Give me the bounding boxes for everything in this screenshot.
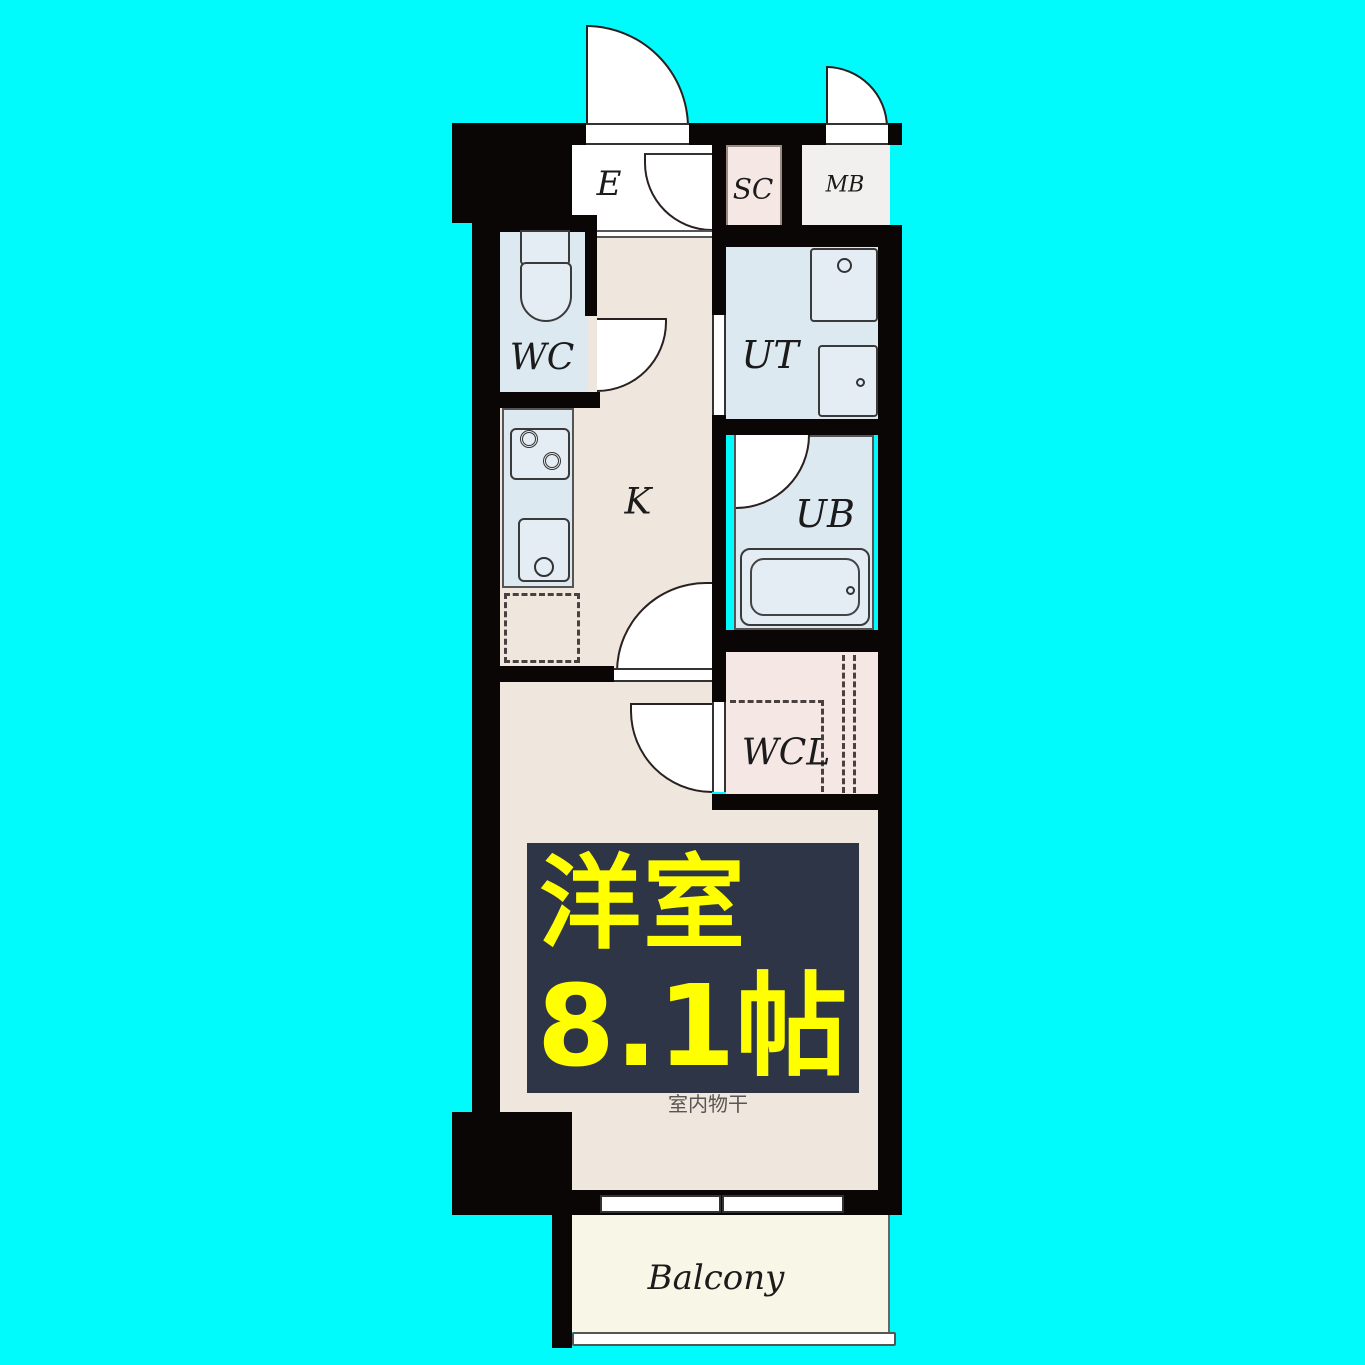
tub-drain-icon	[846, 586, 855, 595]
entrance-door-icon[interactable]	[586, 25, 689, 128]
washbasin-icon[interactable]	[818, 345, 878, 417]
balcony-label: Balcony	[647, 1258, 785, 1298]
wall-wc-bottom	[490, 392, 600, 408]
wcl-shelf-line	[730, 700, 824, 792]
toilet-bowl-icon	[520, 262, 572, 322]
wcl-opening	[712, 702, 726, 792]
wall-sc-mb	[782, 145, 802, 235]
washer-drum-icon	[837, 258, 852, 273]
room-size-label: 洋室 8.1帖	[527, 843, 859, 1093]
wall-ut-ub	[726, 419, 878, 435]
wall-entrance-right	[712, 145, 726, 235]
wall-balcony-left	[552, 1210, 572, 1348]
fridge-space	[504, 593, 580, 663]
entrance-door-threshold	[586, 123, 689, 145]
wall-wcl-bottom	[712, 794, 902, 810]
wall-kitchen-right	[712, 232, 726, 672]
window-sash-left[interactable]	[600, 1195, 721, 1213]
wall-ub-bottom	[712, 630, 902, 652]
meter-box-label: MB	[825, 172, 865, 198]
wall-below-sc-mb	[712, 225, 902, 247]
sink-drain-icon	[534, 557, 554, 577]
room-balcony	[572, 1215, 890, 1332]
room-meter-box	[802, 145, 890, 227]
kitchen-label: K	[624, 481, 652, 523]
room-size-text: 8.1帖	[537, 962, 848, 1092]
wcl-door-icon[interactable]	[630, 703, 712, 793]
toilet-tank-icon	[520, 230, 570, 265]
room-walk-in-closet	[726, 652, 878, 794]
wall-top-left-block	[452, 123, 572, 223]
wall-wcl-left	[712, 650, 726, 702]
meter-box-door-icon[interactable]	[826, 66, 888, 128]
room-door-threshold	[614, 668, 712, 682]
indoor-drying-note: 室内物干	[668, 1093, 748, 1115]
unit-bath-label: UB	[795, 492, 855, 536]
room-door-icon[interactable]	[616, 582, 712, 672]
washing-machine-icon[interactable]	[810, 248, 878, 322]
balcony-railing	[572, 1332, 896, 1346]
wall-wc-right	[585, 232, 597, 316]
room-type-text: 洋室	[539, 845, 747, 964]
wc-door-icon[interactable]	[597, 318, 667, 392]
utility-label: UT	[741, 333, 799, 377]
burner-icon-2	[543, 452, 561, 470]
kitchen-ut-opening	[712, 315, 726, 415]
burner-icon-1	[520, 430, 538, 448]
wall-right	[878, 225, 902, 1215]
wcl-hanger-pipe	[842, 655, 856, 793]
meter-box-door-threshold	[826, 123, 888, 145]
room-shoe-closet	[726, 145, 782, 231]
wall-left-upper	[472, 215, 500, 1115]
window-sash-right[interactable]	[722, 1195, 844, 1213]
wall-kitchen-bottom	[490, 666, 614, 682]
basin-drain-icon	[856, 378, 865, 387]
bathtub-inner	[750, 558, 860, 616]
shoe-closet-label: SC	[732, 172, 774, 206]
toilet-label: WC	[509, 337, 575, 379]
walk-in-closet-label: WCL	[741, 732, 831, 774]
room-western-bottom	[572, 1110, 878, 1190]
stove-burners-icon[interactable]	[510, 428, 570, 480]
entrance-step-line	[590, 230, 712, 238]
entrance-label: E	[596, 164, 622, 204]
